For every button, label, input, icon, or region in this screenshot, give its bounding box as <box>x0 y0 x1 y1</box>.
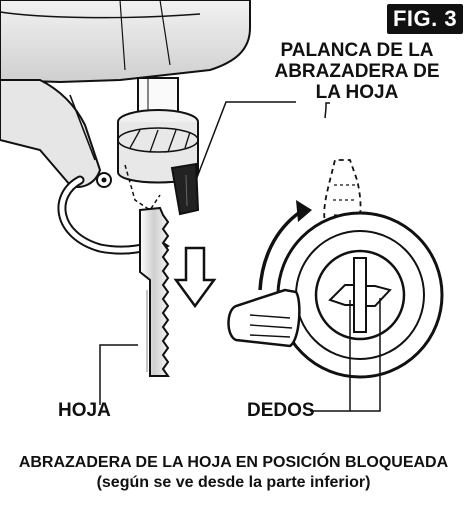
insert-down-arrow <box>173 246 217 309</box>
callout-clamp-lever: PALANCA DE LA ABRAZADERA DE LA HOJA <box>262 40 452 103</box>
callout-fingers: DEDOS <box>247 400 315 421</box>
figure-number-badge: FIG. 3 <box>387 4 463 34</box>
tool-front-body <box>0 79 112 188</box>
tool-housing <box>0 0 251 84</box>
lever-locked-handle <box>227 288 301 348</box>
callout-clamp-lever-line-2: ABRAZADERA DE <box>274 61 440 82</box>
callout-clamp-lever-line-1: PALANCA DE LA <box>280 40 434 61</box>
lever-motion-arrow <box>258 200 312 291</box>
saw-blade <box>139 206 170 377</box>
callout-blade: HOJA <box>58 400 111 421</box>
caption-line-1: ABRAZADERA DE LA HOJA EN POSICIÓN BLOQUE… <box>18 454 449 471</box>
leader-lines <box>99 101 381 412</box>
callout-clamp-lever-line-3: LA HOJA <box>315 82 399 103</box>
clamp-fingers <box>328 257 392 333</box>
blade-clamp-lever <box>170 162 200 216</box>
caption-line-2: (según se ve desde la parte inferior) <box>96 474 371 491</box>
figure-caption: ABRAZADERA DE LA HOJA EN POSICIÓN BLOQUE… <box>0 453 467 493</box>
